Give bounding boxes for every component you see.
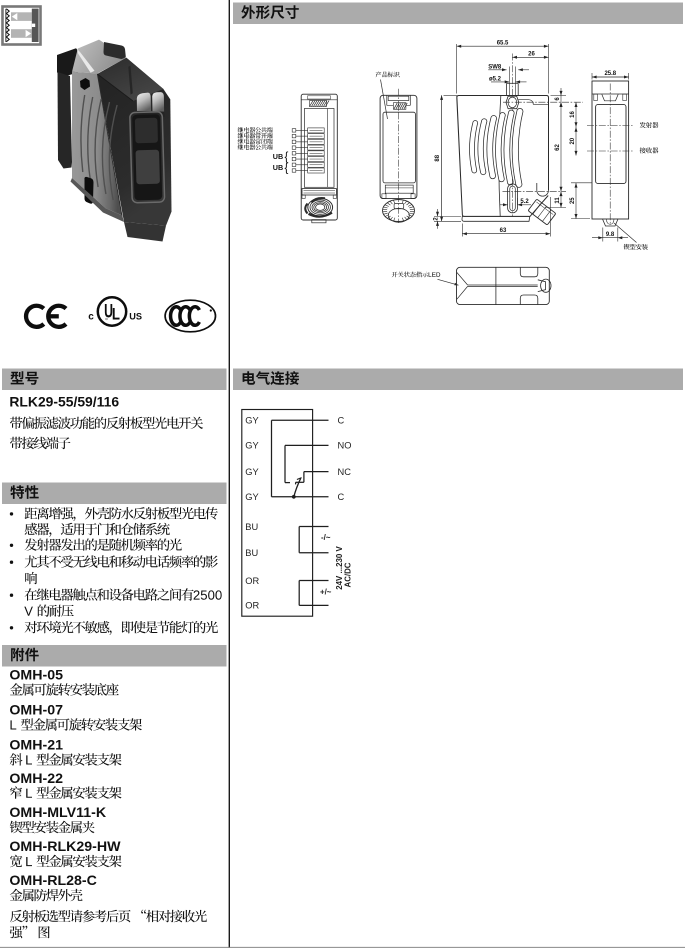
svg-text:26: 26: [528, 52, 535, 58]
svg-text:6: 6: [555, 97, 561, 101]
svg-text:OR: OR: [245, 576, 259, 586]
svg-text:GY: GY: [245, 492, 258, 502]
svg-text:25.8: 25.8: [604, 71, 616, 77]
svg-text:UB: UB: [273, 152, 283, 161]
svg-text:NC: NC: [338, 467, 352, 477]
svg-text:{: {: [285, 151, 289, 163]
svg-text:62: 62: [555, 144, 561, 151]
svg-text:+/~: +/~: [320, 587, 332, 596]
svg-text:c: c: [88, 312, 94, 323]
svg-text:OMH-05: OMH-05: [9, 668, 63, 684]
svg-text:BU: BU: [245, 548, 258, 558]
svg-text:SW8: SW8: [488, 64, 502, 70]
svg-text:RLK29-55/59/116: RLK29-55/59/116: [9, 393, 119, 409]
svg-text:-/~: -/~: [321, 533, 331, 542]
svg-text:L: L: [112, 305, 120, 324]
svg-text:OMH-RL28-C: OMH-RL28-C: [9, 873, 97, 889]
svg-text:NO: NO: [338, 441, 352, 451]
svg-text:9.8: 9.8: [606, 232, 615, 238]
svg-text:2: 2: [434, 217, 440, 221]
svg-text:OMH-07: OMH-07: [9, 703, 63, 719]
svg-text:65.5: 65.5: [497, 40, 509, 46]
svg-text:UB: UB: [273, 163, 283, 172]
svg-text:OMH-RLK29-HW: OMH-RLK29-HW: [9, 839, 121, 855]
svg-text:OR: OR: [245, 601, 259, 611]
svg-text:US: US: [129, 312, 142, 322]
svg-text:AC/DC: AC/DC: [344, 562, 353, 587]
svg-text:ø5.2: ø5.2: [489, 76, 502, 82]
svg-text:OMH-MLV11-K: OMH-MLV11-K: [9, 805, 106, 821]
svg-text:63: 63: [500, 228, 507, 234]
svg-text:C: C: [338, 492, 345, 502]
svg-text:OMH-22: OMH-22: [9, 771, 63, 787]
svg-text:11: 11: [555, 197, 561, 204]
svg-text:20: 20: [570, 137, 576, 144]
svg-text:{: {: [285, 163, 289, 175]
svg-text:BU: BU: [245, 522, 258, 532]
svg-text:GY: GY: [245, 416, 258, 426]
svg-text:GY: GY: [245, 467, 258, 477]
svg-text:24V ...230 V: 24V ...230 V: [335, 546, 344, 590]
svg-text:16: 16: [570, 111, 576, 118]
svg-text:GY: GY: [245, 441, 258, 451]
svg-text:U: U: [104, 301, 113, 323]
svg-text:25: 25: [570, 197, 576, 204]
svg-text:5.2: 5.2: [520, 199, 529, 205]
svg-text:88: 88: [435, 154, 441, 161]
svg-text:OMH-21: OMH-21: [9, 738, 63, 754]
svg-text:C: C: [338, 416, 345, 426]
